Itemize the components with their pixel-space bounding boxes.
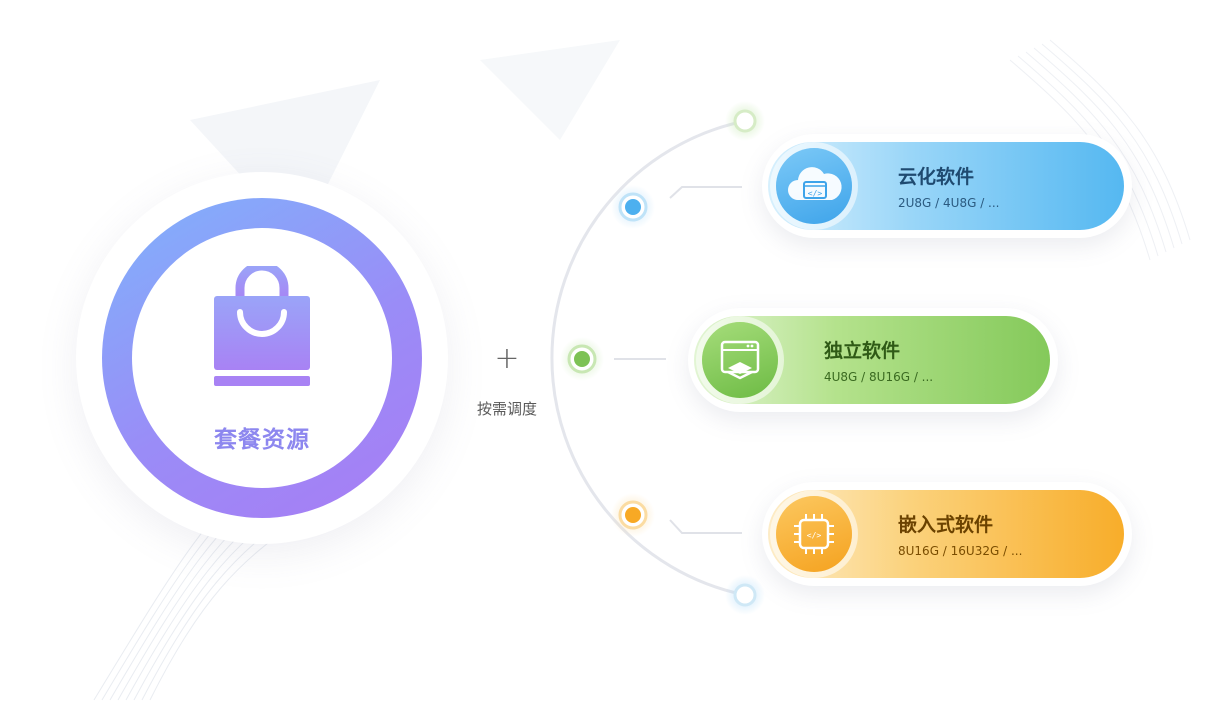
orbit-arc: [550, 119, 746, 597]
wave-lines-left: [93, 463, 301, 701]
decor-shape: [190, 80, 380, 240]
software-card-standalone-bar: 独立软件 4U8G / 8U16G / ...: [694, 316, 1050, 404]
software-spec-cloud: 2U8G / 4U8G / ...: [898, 196, 1000, 210]
software-card-cloud: </> 云化软件 2U8G / 4U8G / ...: [762, 134, 1132, 238]
connector-line-top: [669, 186, 742, 199]
connector-line-bottom: [669, 519, 742, 534]
node-dot-top-core: [625, 199, 641, 215]
software-card-standalone: 独立软件 4U8G / 8U16G / ...: [688, 308, 1058, 412]
cloud-code-icon: </>: [776, 148, 852, 224]
decor-shape: [480, 40, 620, 140]
accent-dot: [733, 583, 757, 607]
software-card-embedded-bar: </> 嵌入式软件 8U16G / 16U32G / ...: [768, 490, 1124, 578]
software-title-cloud: 云化软件: [898, 166, 975, 188]
software-card-embedded: </> 嵌入式软件 8U16G / 16U32G / ...: [762, 482, 1132, 586]
node-dot-middle-core: [574, 351, 590, 367]
software-spec-embedded: 8U16G / 16U32G / ...: [898, 544, 1023, 558]
schedule-label: 按需调度: [476, 400, 537, 418]
node-dot-bottom-core: [625, 507, 641, 523]
plus-symbol: +: [494, 341, 520, 376]
shopping-bag-icon: [214, 266, 310, 386]
software-title-embedded: 嵌入式软件: [898, 514, 994, 536]
software-card-cloud-bar: </> 云化软件 2U8G / 4U8G / ...: [768, 142, 1124, 230]
software-spec-standalone: 4U8G / 8U16G / ...: [824, 370, 934, 384]
svg-text:</>: </>: [807, 531, 822, 540]
accent-dot: [733, 109, 757, 133]
software-title-standalone: 独立软件: [824, 340, 901, 362]
window-layers-icon: [702, 322, 778, 398]
svg-text:</>: </>: [808, 189, 823, 198]
chip-code-icon: </>: [776, 496, 852, 572]
package-title: 套餐资源: [214, 427, 310, 453]
